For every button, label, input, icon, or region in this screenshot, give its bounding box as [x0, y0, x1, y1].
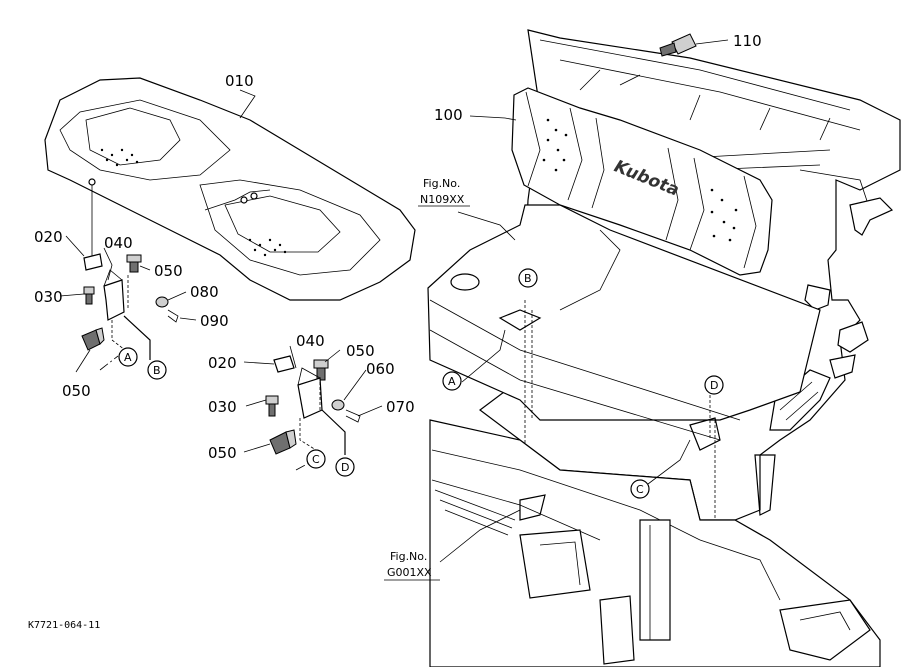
label-080: 080 [190, 283, 219, 301]
label-100: 100 [434, 106, 463, 124]
figure-refs: Fig.No. N109XX Fig.No. G001XX [384, 177, 470, 581]
figref-g001-code: G001XX [387, 566, 432, 579]
label-030-center: 030 [208, 398, 237, 416]
figref-n109-label: Fig.No. [423, 177, 460, 190]
label-050-left-bottom: 050 [62, 382, 91, 400]
label-110: 110 [733, 32, 762, 50]
label-060: 060 [366, 360, 395, 378]
cushion-perforations [100, 148, 287, 257]
ref-a-left: A [124, 351, 132, 364]
seat-base [427, 204, 821, 560]
label-090: 090 [200, 312, 229, 330]
ref-c-center: C [312, 453, 320, 466]
label-020-left: 020 [34, 228, 63, 246]
ref-a-right: A [448, 375, 456, 388]
label-050-left-top: 050 [154, 262, 183, 280]
lower-chassis [429, 419, 881, 667]
label-050-center-bottom: 050 [208, 444, 237, 462]
label-070: 070 [386, 398, 415, 416]
ref-c-right: C [636, 483, 644, 496]
figref-n109-code: N109XX [420, 193, 465, 206]
ref-d-right: D [710, 379, 718, 392]
part-labels: 010 020 040 050 030 080 090 050 020 040 … [34, 32, 762, 462]
bolt-110 [659, 33, 697, 57]
label-040-left: 040 [104, 234, 133, 252]
label-020-center: 020 [208, 354, 237, 372]
label-010: 010 [225, 72, 254, 90]
ref-b-left: B [153, 364, 161, 377]
leader-lines [59, 39, 729, 563]
label-040-center: 040 [296, 332, 325, 350]
ref-letters: A B C D B A D C [118, 268, 724, 499]
ref-d-center: D [341, 461, 349, 474]
label-030-left: 030 [34, 288, 63, 306]
perforation-dots [542, 118, 738, 242]
backrest: Kubota [511, 87, 773, 276]
ref-b-right: B [524, 272, 532, 285]
drawing-code: K7721-064-11 [28, 620, 100, 631]
seat-cushion [44, 77, 416, 301]
bracket-assembly-center [265, 355, 361, 455]
label-050-center-top: 050 [346, 342, 375, 360]
figref-g001-label: Fig.No. [390, 550, 427, 563]
bracket-assembly-left [81, 253, 179, 360]
